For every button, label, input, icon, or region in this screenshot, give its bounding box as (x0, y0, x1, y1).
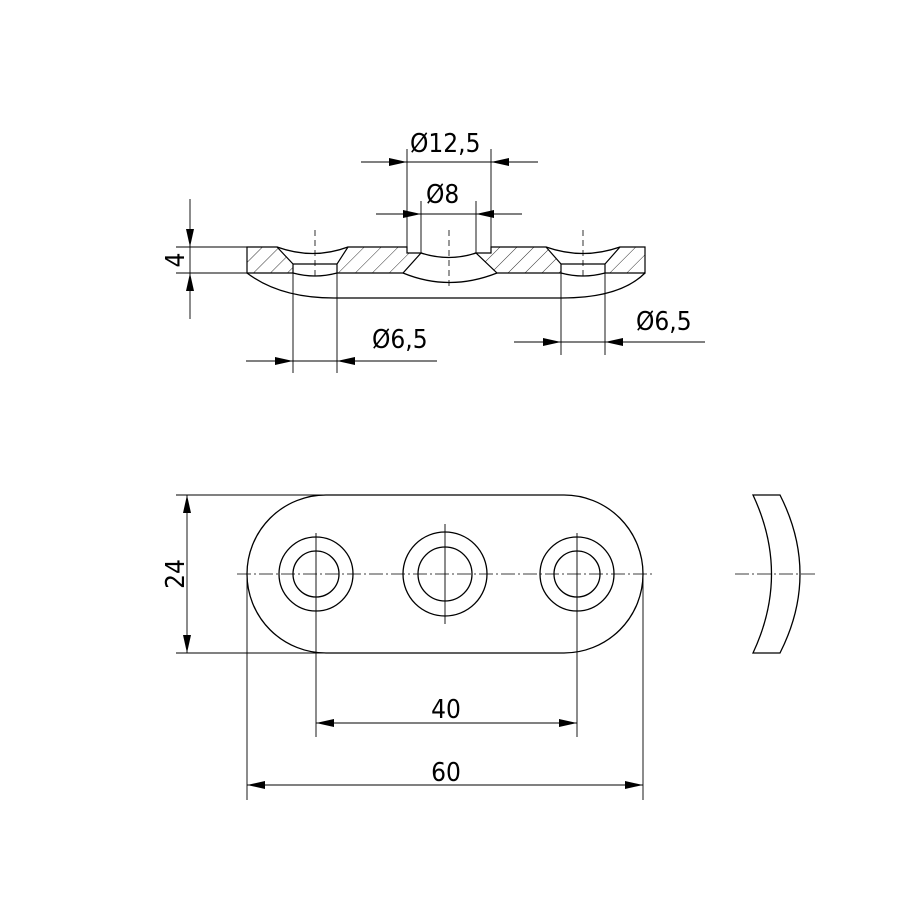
side-view (735, 494, 818, 654)
section-view: Ø12,5 Ø8 4 Ø6,5 Ø6,5 (161, 129, 705, 373)
arrowhead (316, 719, 334, 727)
top-dimension-lines (186, 495, 643, 786)
arrowhead (389, 158, 407, 166)
dim-length: 60 (431, 758, 461, 788)
top-view: 24 40 60 (161, 494, 818, 800)
dim-width: 24 (161, 559, 191, 589)
section-hatching (246, 246, 646, 274)
arrowhead (183, 635, 191, 653)
extension-lines (176, 149, 606, 373)
plate-outline (246, 494, 644, 654)
dim-counterbore-diameter: Ø12,5 (410, 129, 480, 159)
arrowhead (186, 229, 194, 247)
arrowhead (183, 495, 191, 513)
arrowhead (543, 338, 561, 346)
arrowhead (605, 338, 623, 346)
dim-hole-diameter-left: Ø6,5 (372, 325, 428, 355)
dim-hole-spacing: 40 (431, 695, 461, 725)
dimension-arrows (183, 158, 643, 789)
section-centerlines (314, 230, 584, 290)
section-outline (246, 246, 646, 299)
top-extension-lines (176, 494, 644, 800)
arrowhead (247, 781, 265, 789)
arrowhead (403, 210, 421, 218)
dim-thickness: 4 (161, 253, 191, 268)
arrowhead (186, 273, 194, 291)
top-centerlines (237, 524, 655, 624)
arrowhead (337, 357, 355, 365)
arrowhead (275, 357, 293, 365)
arrowhead (476, 210, 494, 218)
dim-hole-diameter-right: Ø6,5 (636, 307, 692, 337)
dim-hole-diameter-center: Ø8 (426, 180, 459, 210)
arrowhead (559, 719, 577, 727)
arrowhead (491, 158, 509, 166)
arrowhead (625, 781, 643, 789)
